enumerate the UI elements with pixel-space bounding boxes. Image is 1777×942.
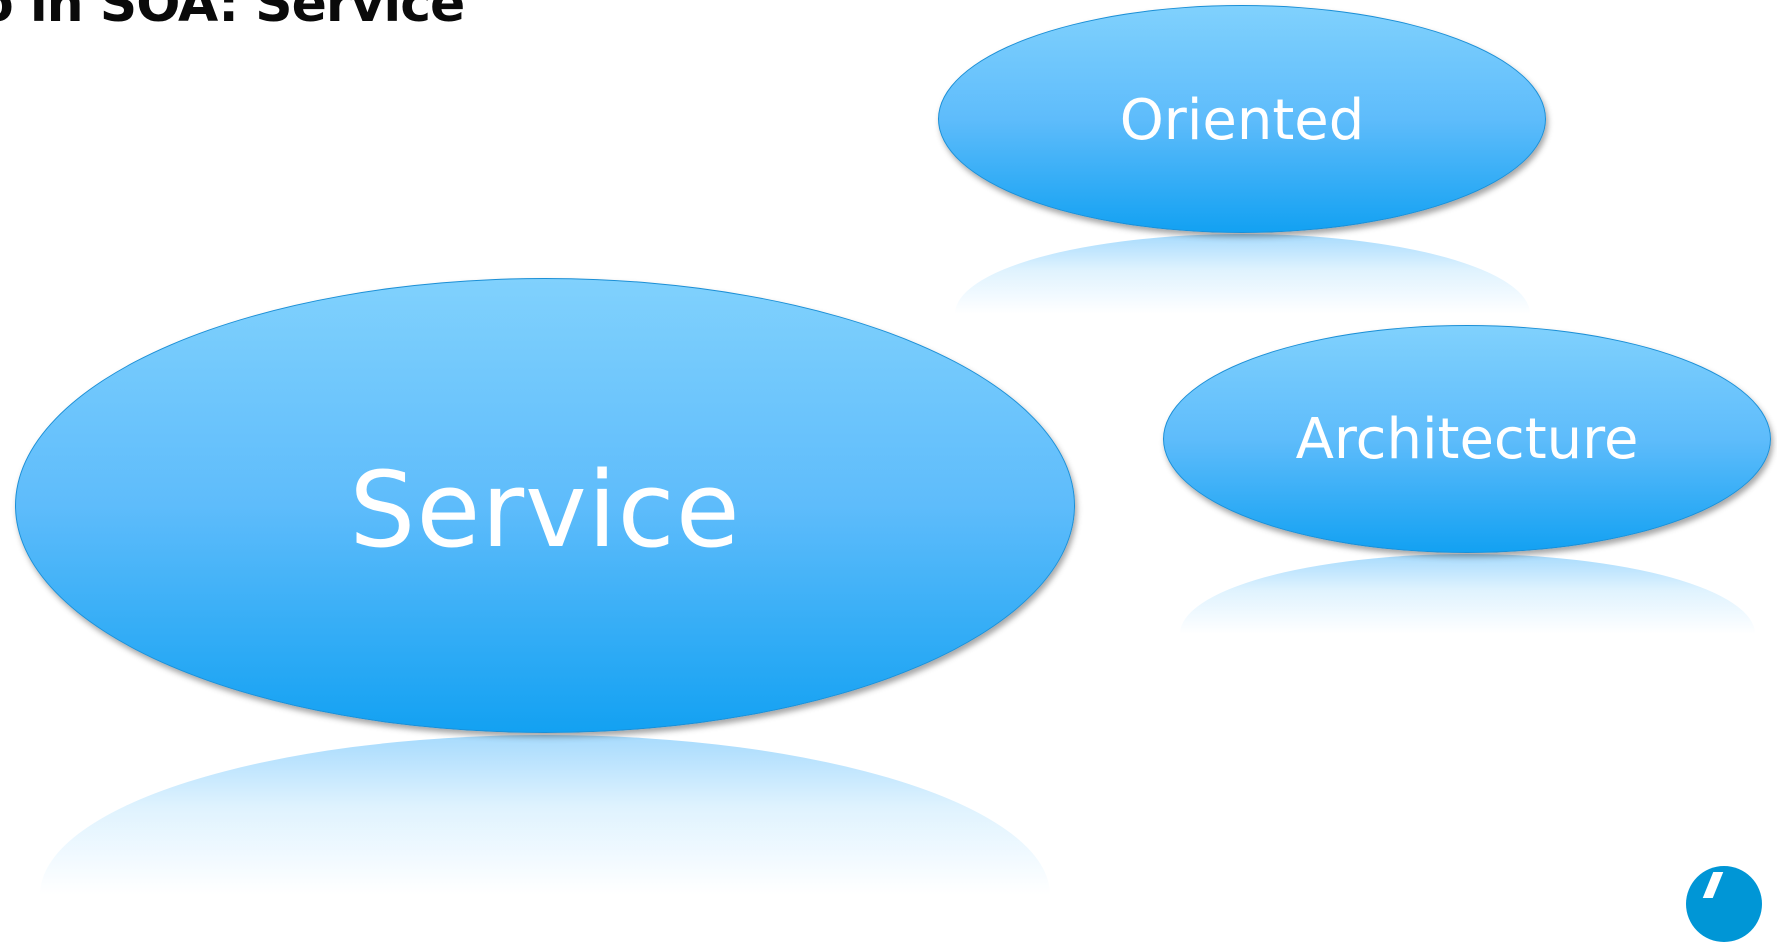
- service-bubble: Service: [15, 278, 1075, 733]
- service-bubble-reflection: [40, 735, 1050, 895]
- logo-mark: [1702, 872, 1724, 898]
- architecture-label: Architecture: [1295, 407, 1639, 472]
- oriented-bubble: Oriented: [938, 5, 1546, 233]
- architecture-bubble: Architecture: [1163, 325, 1771, 553]
- service-label: Service: [349, 448, 741, 571]
- hp-logo-icon: [1686, 866, 1762, 942]
- architecture-bubble-reflection: [1180, 554, 1755, 634]
- slide-title: o in SOA: Service: [0, 0, 465, 34]
- oriented-label: Oriented: [1119, 88, 1365, 153]
- oriented-bubble-reflection: [955, 234, 1530, 314]
